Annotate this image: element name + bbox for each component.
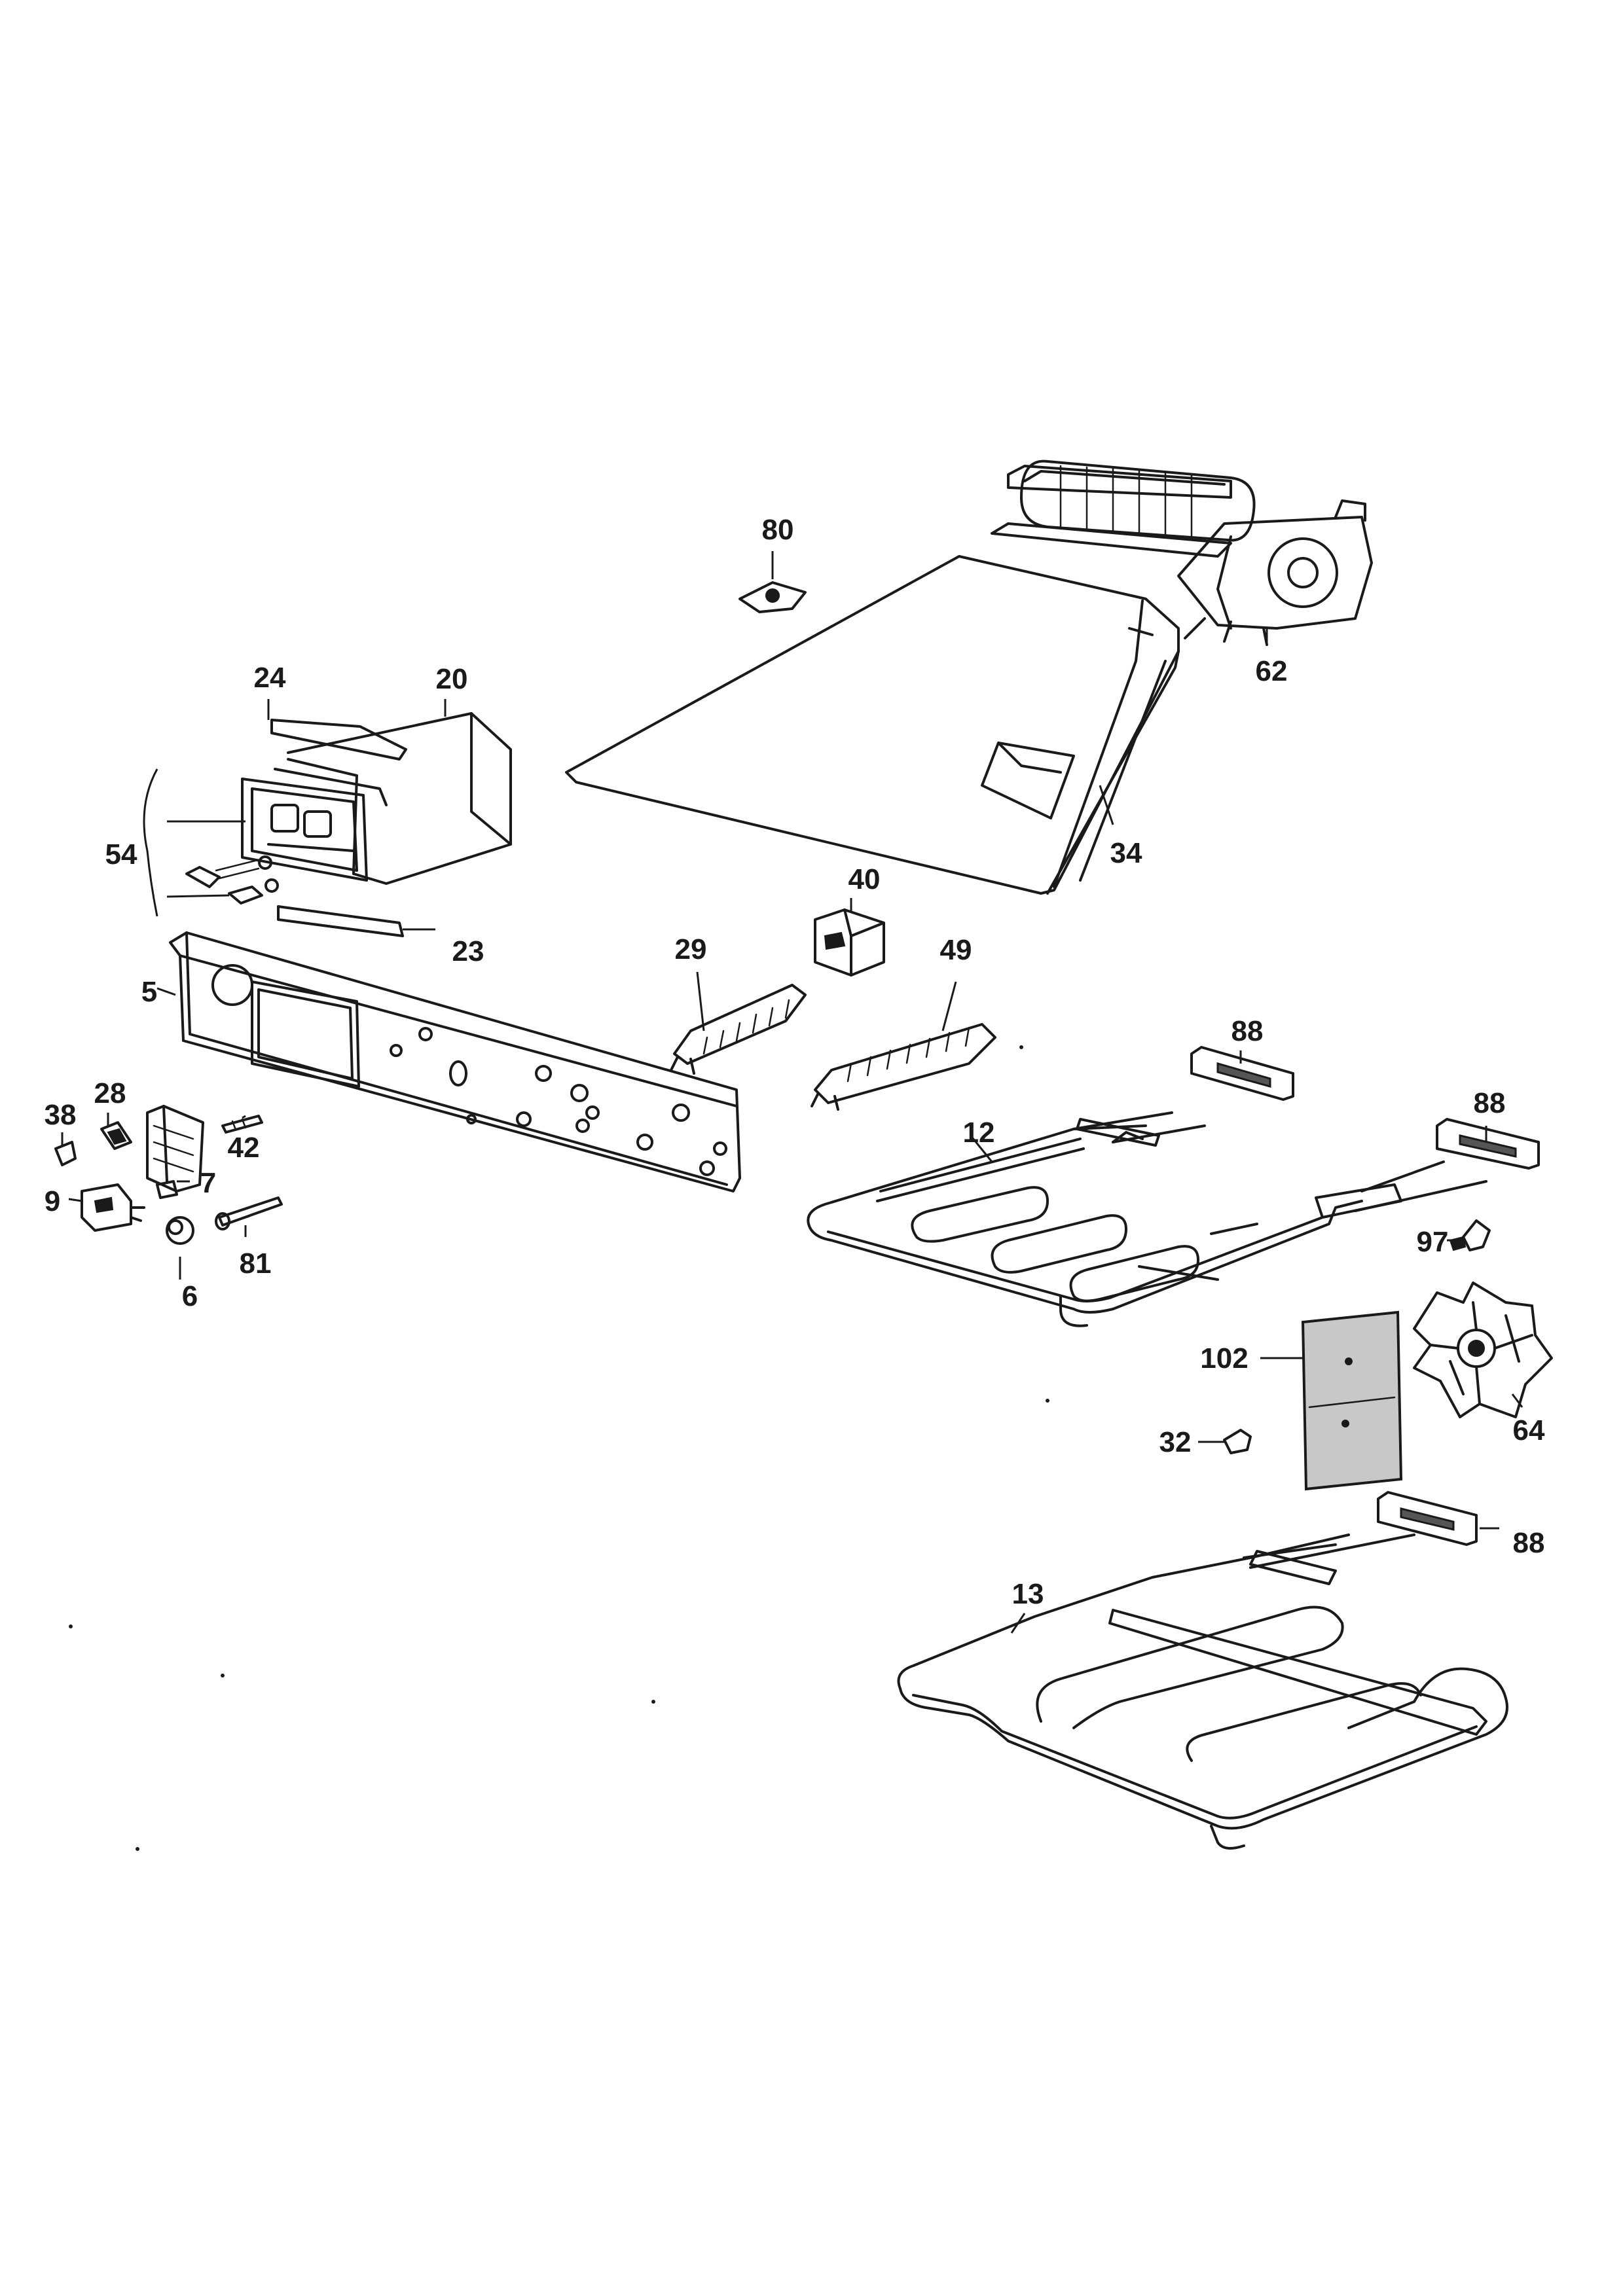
- label-64: 64: [1513, 1414, 1545, 1446]
- part-80-clip: [739, 581, 807, 613]
- label-34: 34: [1110, 837, 1142, 869]
- part-12-upper-heating-element: [807, 1111, 1487, 1327]
- label-42: 42: [228, 1132, 260, 1164]
- part-24-strip: [270, 719, 407, 761]
- part-97-clip: [1449, 1219, 1491, 1251]
- part-6-knob: [166, 1216, 194, 1245]
- part-28-insert: [100, 1121, 132, 1150]
- part-5-control-panel: [169, 931, 741, 1193]
- label-5: 5: [141, 976, 157, 1008]
- label-24: 24: [254, 662, 286, 694]
- label-88-top: 88: [1231, 1015, 1264, 1047]
- part-88-bracket-bottom: [1377, 1491, 1478, 1546]
- part-88-bracket-mid: [1436, 1118, 1540, 1170]
- label-23: 23: [452, 935, 484, 967]
- part-13-lower-heating-element: [897, 1534, 1508, 1850]
- label-81: 81: [240, 1247, 272, 1280]
- label-6: 6: [182, 1280, 198, 1312]
- label-80: 80: [762, 514, 794, 546]
- part-32-clip: [1223, 1429, 1252, 1454]
- part-88-bracket-top: [1190, 1046, 1294, 1101]
- label-20: 20: [436, 663, 468, 695]
- label-12: 12: [963, 1117, 995, 1149]
- label-88-mid: 88: [1474, 1087, 1506, 1119]
- part-29-selector-switch: [670, 984, 807, 1075]
- part-54-timer-display: [185, 768, 388, 905]
- label-40: 40: [848, 863, 881, 895]
- part-102-insulation-pad: [1301, 1310, 1403, 1491]
- label-13: 13: [1012, 1578, 1044, 1610]
- leader-lines: [61, 551, 1523, 1634]
- part-49-selector-switch: [811, 1023, 996, 1111]
- part-9-switch: [81, 1183, 145, 1232]
- part-62-fan-motor: [991, 459, 1373, 646]
- label-88-bottom: 88: [1513, 1527, 1545, 1559]
- label-38: 38: [45, 1099, 77, 1131]
- scan-specks: [69, 1045, 1049, 1851]
- part-34-duct-panel: [565, 555, 1180, 895]
- part-81-rod: [215, 1196, 283, 1230]
- label-62: 62: [1256, 655, 1288, 687]
- label-49: 49: [940, 934, 972, 966]
- label-9: 9: [45, 1185, 60, 1217]
- part-labels: 80 62 24 20 54 34 40 29 49 23 5 88 88 88…: [45, 514, 1545, 1610]
- label-29: 29: [675, 933, 707, 965]
- part-64-fan-wheel: [1413, 1282, 1553, 1418]
- part-23-trim-strip: [277, 905, 404, 937]
- part-38-knob-cap: [54, 1141, 77, 1166]
- label-7: 7: [200, 1167, 216, 1199]
- part-42-screw: [221, 1115, 263, 1134]
- label-102: 102: [1200, 1342, 1248, 1374]
- label-97: 97: [1417, 1226, 1449, 1258]
- label-32: 32: [1159, 1426, 1192, 1458]
- part-40-switch: [814, 908, 885, 977]
- label-28: 28: [94, 1077, 126, 1109]
- label-54: 54: [105, 838, 137, 870]
- part-7-knob-holder: [146, 1105, 204, 1199]
